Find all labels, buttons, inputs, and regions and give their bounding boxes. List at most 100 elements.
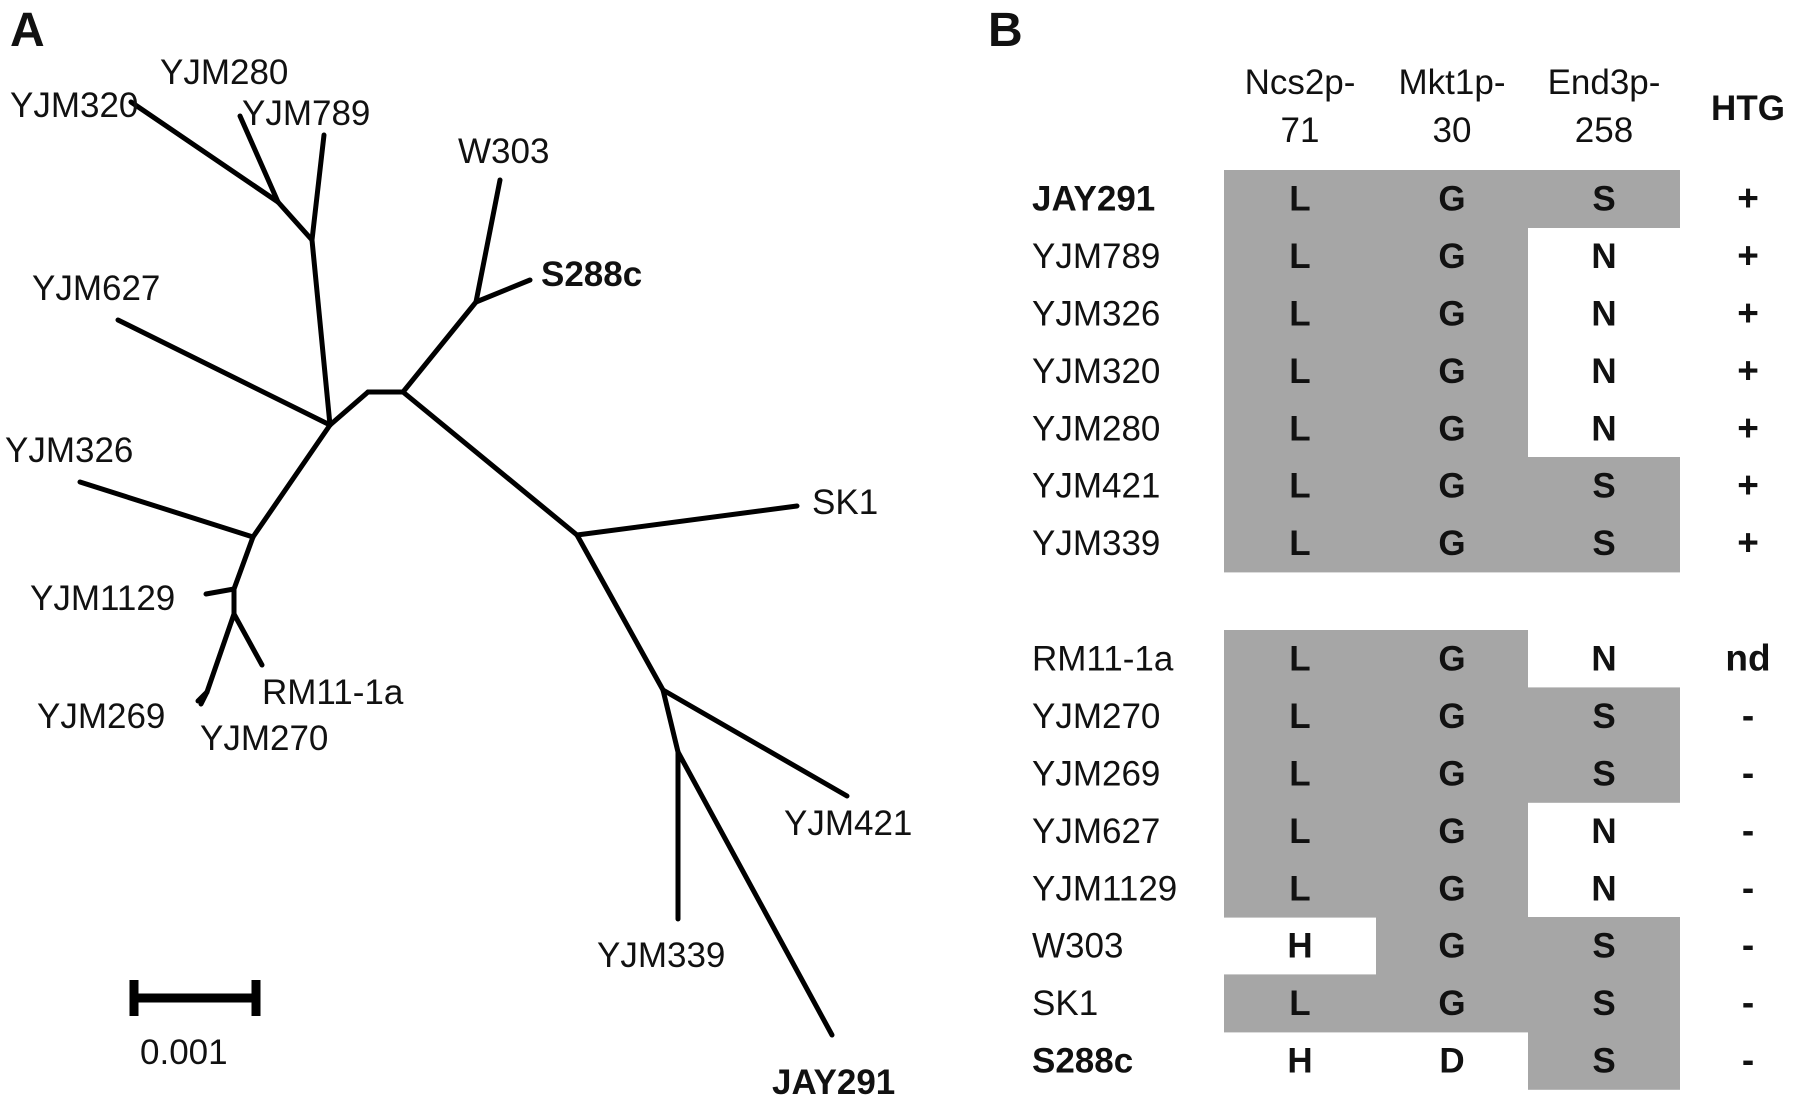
- shaded-cell: [1224, 457, 1376, 515]
- branch-left-3: [231, 534, 256, 592]
- branch-yjm789: [309, 132, 327, 243]
- branch-yjm280: [237, 113, 281, 205]
- htg-status: -: [1742, 810, 1754, 851]
- shaded-cell: [1224, 802, 1376, 861]
- scale-bar-label: 0.001: [140, 1033, 228, 1072]
- residue-cell: L: [1289, 295, 1310, 334]
- residue-cell: L: [1289, 409, 1310, 448]
- branch-yjm269-270: [204, 611, 237, 695]
- residue-cell: L: [1289, 640, 1310, 679]
- column-header-mkt1p-line2: 30: [1433, 111, 1472, 150]
- table-shading: [1224, 170, 1680, 1090]
- residue-cell: L: [1289, 352, 1310, 391]
- shaded-cell: [1376, 802, 1528, 861]
- branch-rm11-1a: [231, 611, 265, 668]
- branch-top-1: [400, 299, 479, 395]
- branch-yjm1129: [203, 586, 237, 597]
- htg-status: -: [1742, 695, 1754, 736]
- branch-right-1: [400, 389, 580, 538]
- residue-cell: G: [1438, 467, 1465, 506]
- residue-cell: S: [1592, 984, 1615, 1023]
- column-header-ncs2p-line1: Ncs2p-: [1245, 63, 1356, 102]
- tip-label-yjm270: YJM270: [200, 719, 328, 758]
- tip-label-s288c: S288c: [541, 255, 642, 294]
- residue-cell: S: [1592, 927, 1615, 966]
- panel-a-label: A: [10, 4, 45, 57]
- residue-cell: L: [1289, 467, 1310, 506]
- branch-to-yjm-cluster: [309, 237, 333, 428]
- shaded-cell: [1224, 744, 1376, 803]
- tip-label-yjm326: YJM326: [5, 431, 133, 470]
- residue-cell: G: [1438, 755, 1465, 794]
- branch-yjm-cluster-inner: [275, 199, 315, 243]
- residue-cell: L: [1289, 237, 1310, 276]
- shaded-cell: [1376, 457, 1528, 515]
- htg-status: +: [1737, 235, 1759, 276]
- strain-name: YJM627: [1032, 812, 1160, 851]
- residue-cell: S: [1592, 755, 1615, 794]
- branch-w303: [473, 177, 503, 305]
- residue-cell: S: [1592, 524, 1615, 563]
- tip-label-yjm339: YJM339: [597, 936, 725, 975]
- strain-name: YJM280: [1032, 409, 1160, 448]
- residue-cell: D: [1439, 1042, 1464, 1081]
- tip-label-yjm789: YJM789: [242, 94, 370, 133]
- shaded-cell: [1376, 687, 1528, 746]
- tip-label-yjm1129: YJM1129: [30, 579, 175, 618]
- residue-cell: G: [1438, 812, 1465, 851]
- column-header-end3p-line1: End3p-: [1548, 63, 1661, 102]
- residue-cell: G: [1438, 927, 1465, 966]
- htg-status: +: [1737, 178, 1759, 219]
- strain-name: JAY291: [1032, 180, 1155, 219]
- branch-yjm320: [128, 99, 281, 205]
- scale-bar: 0.001: [129, 980, 261, 1072]
- residue-cell: L: [1289, 869, 1310, 908]
- residue-cell: N: [1591, 409, 1616, 448]
- residue-cell: G: [1438, 640, 1465, 679]
- htg-status: +: [1737, 465, 1759, 506]
- residue-cell: S: [1592, 697, 1615, 736]
- strain-name: S288c: [1032, 1042, 1133, 1081]
- shaded-cell: [1224, 227, 1376, 286]
- shaded-cell: [1528, 687, 1680, 746]
- shaded-cell: [1224, 974, 1376, 1033]
- shaded-cell: [1376, 342, 1528, 401]
- shaded-cell: [1376, 917, 1528, 975]
- strain-name: YJM1129: [1032, 869, 1177, 908]
- tip-label-jay291: JAY291: [772, 1063, 895, 1098]
- shaded-cell: [1528, 744, 1680, 803]
- htg-status: -: [1742, 982, 1754, 1023]
- htg-status: -: [1742, 925, 1754, 966]
- panel-b: B Ncs2p- 71 Mkt1p- 30 End3p- 258 HTG JAY…: [988, 4, 1785, 1090]
- shaded-cell: [1376, 399, 1528, 458]
- residue-cell: H: [1287, 927, 1312, 966]
- shaded-cell: [1224, 170, 1376, 228]
- residue-cell: L: [1289, 180, 1310, 219]
- shaded-cell: [1224, 342, 1376, 401]
- branch-left-1: [327, 389, 371, 428]
- column-header-ncs2p-line2: 71: [1281, 111, 1320, 150]
- strain-name: YJM421: [1032, 467, 1160, 506]
- residue-cell: L: [1289, 984, 1310, 1023]
- shaded-cell: [1376, 630, 1528, 688]
- residue-cell: L: [1289, 697, 1310, 736]
- branch-jay291: [675, 749, 835, 1038]
- branch-sk1: [574, 503, 800, 538]
- htg-status: -: [1742, 753, 1754, 794]
- branch-right-2: [574, 532, 666, 693]
- residue-cell: L: [1289, 524, 1310, 563]
- branch-s288c: [473, 277, 533, 305]
- residue-cell: L: [1289, 755, 1310, 794]
- branch-right-3: [660, 687, 681, 755]
- strain-name: SK1: [1032, 984, 1098, 1023]
- residue-cell: G: [1438, 697, 1465, 736]
- htg-status: +: [1737, 293, 1759, 334]
- residue-cell: N: [1591, 352, 1616, 391]
